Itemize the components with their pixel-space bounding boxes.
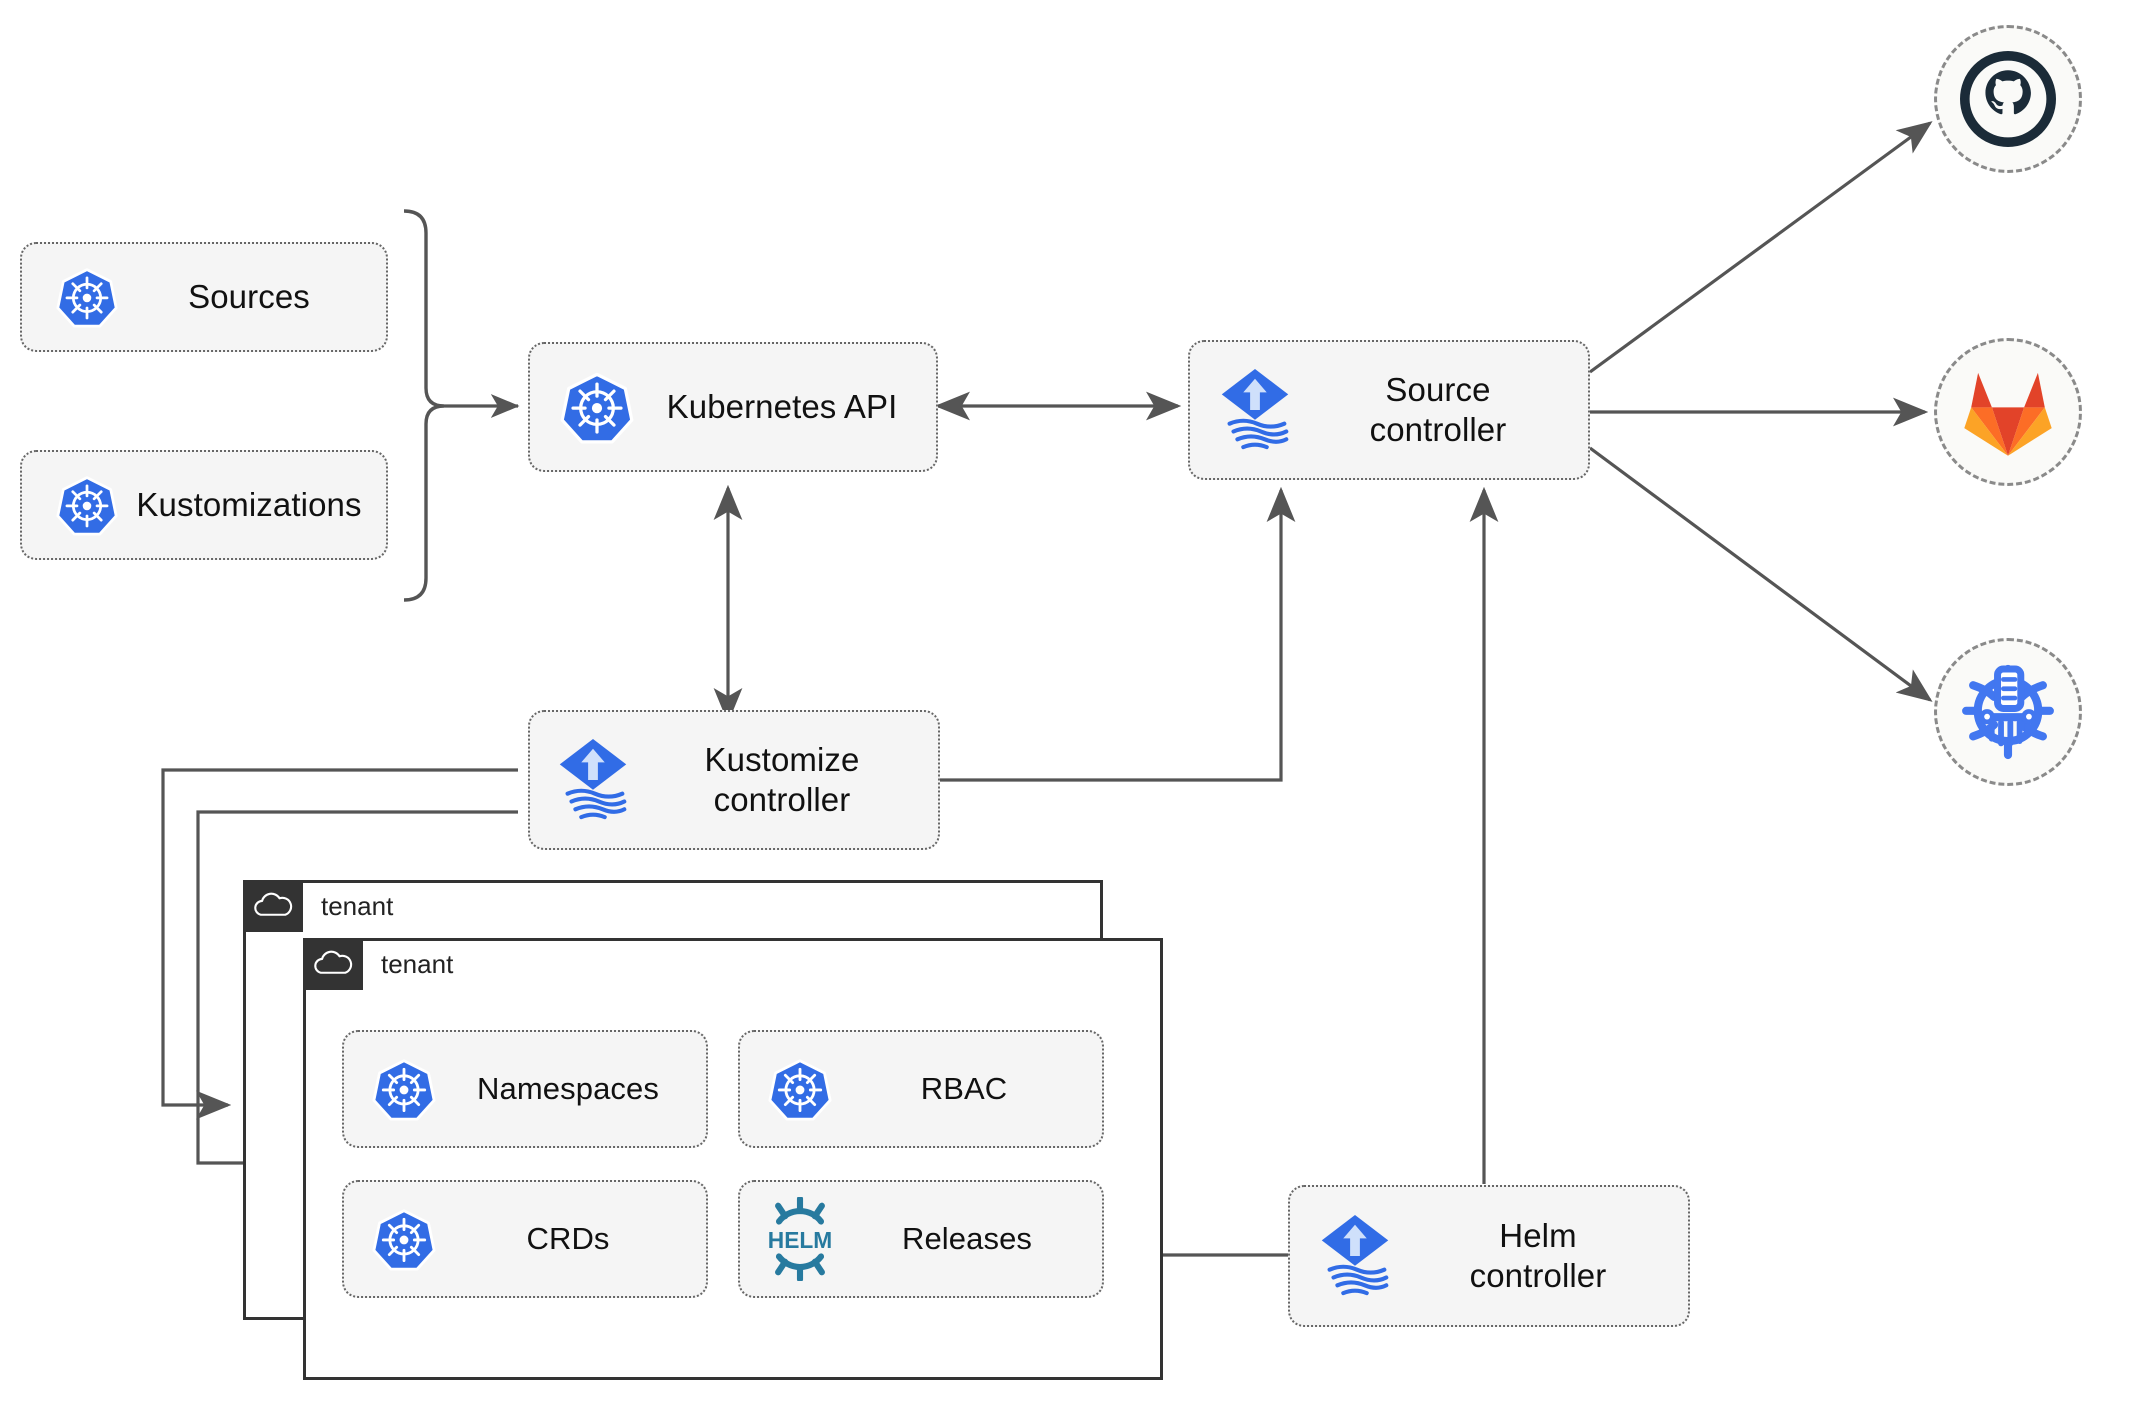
node-crds[interactable]: CRDs (342, 1180, 708, 1298)
tenant-window-front[interactable] (303, 938, 1163, 1380)
node-crds-label: CRDs (526, 1221, 610, 1257)
node-rbac[interactable]: RBAC (738, 1030, 1104, 1148)
node-namespaces[interactable]: Namespaces (342, 1030, 708, 1148)
node-kustomize-controller[interactable]: Kustomize controller (528, 710, 940, 850)
node-source-controller-label: Source controller (1294, 370, 1588, 451)
helm-repository-icon (1958, 662, 2058, 762)
node-kubernetes-api-label: Kubernetes API (666, 387, 898, 425)
node-kustomize-controller-label-line2: controller (713, 781, 851, 818)
cloud-icon (303, 938, 363, 990)
tenant-front-titlebar: tenant (303, 938, 453, 990)
node-sources[interactable]: Sources (20, 242, 388, 352)
kubernetes-icon (740, 1057, 832, 1121)
node-helm-controller[interactable]: Helm controller (1288, 1185, 1690, 1327)
flux-icon (1190, 367, 1294, 453)
edge-source-to-github (1589, 121, 1933, 374)
node-helm-controller-label-line2: controller (1469, 1257, 1607, 1294)
edge-source-to-helmrepo (1589, 446, 1933, 702)
node-kustomize-controller-label: Kustomize controller (632, 740, 938, 821)
node-releases-label: Releases (901, 1221, 1033, 1257)
external-gitlab[interactable] (1934, 338, 2082, 486)
node-source-controller-label-line2: controller (1369, 411, 1507, 448)
helm-icon (740, 1197, 838, 1281)
node-releases[interactable]: Releases (738, 1180, 1104, 1298)
tenant-front-title: tenant (381, 948, 454, 979)
tenant-back-titlebar: tenant (243, 880, 393, 932)
node-helm-controller-label-line1: Helm (1499, 1216, 1577, 1254)
edge-kustomize-to-source (938, 486, 1296, 782)
tenant-back-title: tenant (321, 890, 394, 921)
flux-icon (530, 737, 632, 823)
node-rbac-label: RBAC (920, 1071, 1008, 1107)
node-helm-controller-label: Helm controller (1394, 1216, 1688, 1297)
kubernetes-icon (344, 1207, 436, 1271)
kubernetes-icon (22, 266, 118, 328)
custom-resources-bracket (403, 209, 445, 602)
flux-icon (1290, 1213, 1394, 1299)
gitlab-icon (1964, 372, 2052, 456)
node-kustomize-controller-label-line1: Kustomize (704, 740, 860, 778)
kubernetes-icon (22, 474, 118, 536)
node-kustomizations-label: Kustomizations (136, 485, 362, 523)
node-sources-label: Sources (188, 277, 310, 315)
node-source-controller[interactable]: Source controller (1188, 340, 1590, 480)
node-namespaces-label: Namespaces (477, 1071, 659, 1107)
node-source-controller-label-line1: Source (1385, 370, 1491, 408)
kubernetes-icon (344, 1057, 436, 1121)
github-icon (1960, 51, 2056, 147)
node-kustomizations[interactable]: Kustomizations (20, 450, 388, 560)
cloud-icon (243, 880, 303, 932)
node-kubernetes-api[interactable]: Kubernetes API (528, 342, 938, 472)
external-github[interactable] (1934, 25, 2082, 173)
kubernetes-icon (530, 370, 634, 444)
external-helm-repository[interactable] (1934, 638, 2082, 786)
